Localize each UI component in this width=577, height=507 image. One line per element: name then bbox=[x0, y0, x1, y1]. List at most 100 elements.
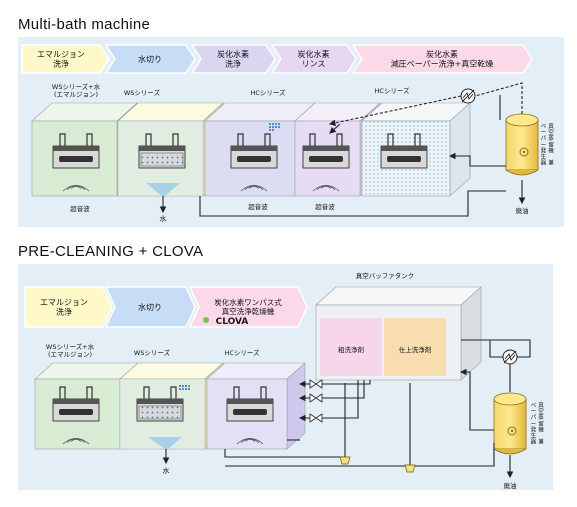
still-label-2-char: 機 bbox=[538, 425, 544, 433]
basket5-part bbox=[387, 156, 421, 162]
step2-chevron-2 bbox=[104, 286, 196, 328]
basket3-rim bbox=[231, 146, 277, 151]
basket2-handle bbox=[172, 133, 179, 146]
finish-wash-tank bbox=[384, 318, 446, 376]
still-label-1-char: 生 bbox=[541, 153, 547, 161]
finish-wash-label: 仕上洗浄剤 bbox=[399, 345, 432, 354]
spray-droplet bbox=[181, 387, 185, 391]
valve-3 bbox=[309, 413, 317, 423]
basket5-rim bbox=[381, 146, 427, 151]
still-label-2-char: 留 bbox=[538, 419, 544, 427]
vapor-line-1 bbox=[474, 82, 523, 114]
still-label-1-char: 真 bbox=[548, 122, 554, 130]
basket4-handle bbox=[309, 133, 316, 146]
drain-line-4 bbox=[410, 443, 495, 467]
still-tank-1-heater bbox=[522, 150, 526, 154]
basket2-1-rim bbox=[53, 399, 99, 404]
spray-droplet bbox=[181, 384, 185, 388]
supply-line-3 bbox=[298, 380, 359, 422]
basket3-handle bbox=[264, 133, 271, 146]
rough-wash-tank bbox=[320, 318, 382, 376]
step-chevron-1 bbox=[21, 44, 110, 74]
step-chevron-3-label: 炭化水素洗浄 bbox=[217, 49, 249, 69]
ultrasonic-waves bbox=[248, 185, 260, 189]
still-tank-2-heater bbox=[510, 429, 514, 433]
still-label-1-char: ー bbox=[541, 142, 547, 148]
still-label-2-char: 器 bbox=[531, 439, 537, 446]
step-chevron-2 bbox=[104, 44, 196, 74]
tank3-label: HCシリーズ bbox=[250, 88, 286, 97]
spray-droplet bbox=[268, 128, 272, 132]
ultrasonic-waves bbox=[244, 185, 264, 191]
water-label-1: 水 bbox=[160, 214, 167, 223]
clova-logo-text: CLOVA bbox=[216, 317, 249, 327]
ultrasonic-waves bbox=[240, 184, 268, 192]
basket2-1-handle bbox=[59, 386, 66, 399]
tank2-3-label: HCシリーズ bbox=[224, 348, 260, 357]
still-tank-2-heater bbox=[507, 426, 517, 436]
spray-droplet bbox=[184, 384, 188, 388]
ultrasonic-label-1: 超音波 bbox=[70, 204, 90, 213]
feed-line-1 bbox=[329, 123, 341, 134]
still-tank-1-bottom bbox=[505, 169, 539, 176]
basket1-handle bbox=[86, 133, 93, 146]
spray-droplet bbox=[271, 122, 275, 126]
basket2-2-rim bbox=[137, 399, 183, 404]
tank2-2-label: WSシリーズ bbox=[134, 348, 171, 357]
spray-droplet bbox=[184, 387, 188, 391]
tank2-label: WSシリーズ bbox=[124, 88, 161, 97]
still-tank-2-body bbox=[493, 398, 527, 450]
still-label-2-char: 発 bbox=[531, 425, 537, 433]
basket2-2-handle bbox=[143, 386, 150, 399]
clova-logo-mark bbox=[203, 317, 209, 323]
step2-chevron-1 bbox=[24, 286, 113, 328]
still-label-2-char: ー bbox=[531, 421, 537, 427]
water-label-2: 水 bbox=[163, 466, 170, 475]
step-chevron-1-label: エマルジョン洗浄 bbox=[37, 50, 85, 69]
valve-2 bbox=[315, 393, 323, 403]
spray-droplet bbox=[274, 125, 278, 129]
step-chevron-3 bbox=[190, 44, 276, 74]
spray-droplet bbox=[277, 122, 281, 126]
still-label-1-char: 機 bbox=[548, 146, 554, 154]
spray-droplet bbox=[178, 387, 182, 391]
step2-chevron-1-label: エマルジョン洗浄 bbox=[40, 298, 88, 317]
waste-oil-label-2: 廃油 bbox=[504, 481, 517, 490]
step-chevron-5-label: 炭化水素減圧ベーパー洗浄+真空乾燥 bbox=[391, 49, 494, 69]
return-line-1 bbox=[448, 152, 506, 167]
still-label-1-char: ー bbox=[541, 130, 547, 136]
ultrasonic-waves bbox=[70, 185, 82, 189]
still-label-1-char: 発 bbox=[541, 146, 547, 154]
valve-1 bbox=[315, 379, 323, 389]
still-tank-2-bottom bbox=[493, 448, 527, 455]
still-tank-1-top bbox=[505, 113, 539, 127]
ultrasonic-waves bbox=[316, 185, 336, 191]
still-label-2-char: パ bbox=[531, 414, 537, 421]
still-label-1-char: 空 bbox=[548, 128, 554, 136]
basket4-handle bbox=[336, 133, 343, 146]
ultrasonic-waves-2 bbox=[240, 438, 260, 444]
basket4-rim bbox=[303, 146, 349, 151]
basket1-rim bbox=[53, 146, 99, 151]
valve-2 bbox=[309, 393, 317, 403]
basket2-3-rim bbox=[227, 399, 273, 404]
pump-2 bbox=[404, 464, 416, 473]
step2-chevron-3 bbox=[188, 286, 308, 328]
ultrasonic-waves-2 bbox=[70, 438, 82, 442]
tank2-1-label: WSシリーズ+水(エマルジョン) bbox=[46, 342, 95, 359]
buffer-return bbox=[461, 339, 531, 358]
still-label-2-char: ー bbox=[531, 409, 537, 415]
drain-line-2 bbox=[224, 383, 346, 458]
spray-droplet bbox=[271, 128, 275, 132]
ultrasonic-label-3: 超音波 bbox=[315, 202, 335, 211]
basket1-part bbox=[59, 156, 93, 162]
still-label-1-char: パ bbox=[541, 135, 547, 142]
step-chevron-4 bbox=[270, 44, 357, 74]
still-tank-1-heater bbox=[519, 147, 529, 157]
basket4-part bbox=[309, 156, 343, 162]
basket2-1-handle bbox=[86, 386, 93, 399]
basket3-handle bbox=[237, 133, 244, 146]
still-label-2-char: 真 bbox=[538, 401, 544, 409]
ultrasonic-waves bbox=[66, 185, 86, 191]
section1-title: Multi-bath machine bbox=[18, 16, 151, 33]
